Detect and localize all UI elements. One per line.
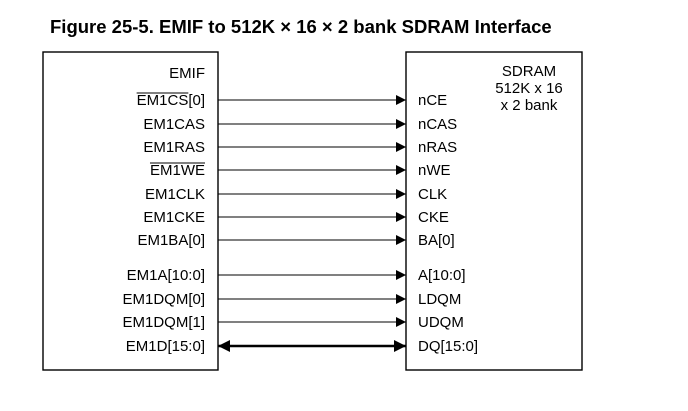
signal-row: EM1WE nWE: [149, 162, 451, 179]
sdram-signal-label: UDQM: [418, 314, 464, 331]
emif-signal-label: EM1CLK: [145, 186, 205, 203]
emif-signal-label: EM1WE: [150, 162, 205, 179]
signal-row: EM1BA[0] BA[0]: [137, 232, 454, 249]
emif-signal-label: EM1DQM[0]: [122, 291, 205, 308]
emif-title: EMIF: [169, 65, 205, 82]
signal-row: EM1CLK CLK: [145, 186, 447, 203]
signal-row: EM1A[10:0] A[10:0]: [127, 267, 466, 284]
signal-row: EM1DQM[0] LDQM: [122, 291, 461, 308]
signal-row: EM1RAS nRAS: [143, 139, 457, 156]
emif-signal-label: EM1RAS: [143, 139, 205, 156]
sdram-signal-label: nRAS: [418, 139, 457, 156]
sdram-signal-label: A[10:0]: [418, 267, 466, 284]
sdram-block: [405, 51, 583, 371]
sdram-signal-label: BA[0]: [418, 232, 455, 249]
emif-signal-label: EM1A[10:0]: [127, 267, 205, 284]
emif-signal-label: EM1CKE: [143, 209, 205, 226]
emif-signal-label: EM1D[15:0]: [126, 338, 205, 355]
sdram-signal-label: nCAS: [418, 116, 457, 133]
emif-signal-label: EM1CAS: [143, 116, 205, 133]
emif-block: [42, 51, 219, 371]
sdram-signal-label: LDQM: [418, 291, 461, 308]
signal-row: EM1CS[0] nCE: [136, 92, 447, 109]
signal-row: EM1DQM[1] UDQM: [122, 314, 463, 331]
emif-signal-label: EM1DQM[1]: [122, 314, 205, 331]
signal-row: EM1CAS nCAS: [143, 116, 457, 133]
sdram-title-line-2: 512K x 16: [495, 80, 563, 97]
sdram-signal-label: DQ[15:0]: [418, 338, 478, 355]
sdram-signal-label: CLK: [418, 186, 447, 203]
sdram-title: SDRAM 512K x 16 x 2 bank: [495, 63, 563, 114]
signal-row: EM1D[15:0] DQ[15:0]: [126, 338, 478, 355]
sdram-title-line-3: x 2 bank: [501, 97, 558, 114]
sdram-signal-label: nWE: [418, 162, 451, 179]
signal-row: EM1CKE CKE: [143, 209, 449, 226]
sdram-title-line-1: SDRAM: [502, 63, 556, 80]
emif-signal-label: EM1BA[0]: [137, 232, 205, 249]
sdram-signal-label: nCE: [418, 92, 447, 109]
emif-signal-label: EM1CS[0]: [137, 92, 205, 109]
figure-caption: Figure 25-5. EMIF to 512K × 16 × 2 bank …: [50, 16, 552, 37]
sdram-signal-label: CKE: [418, 209, 449, 226]
